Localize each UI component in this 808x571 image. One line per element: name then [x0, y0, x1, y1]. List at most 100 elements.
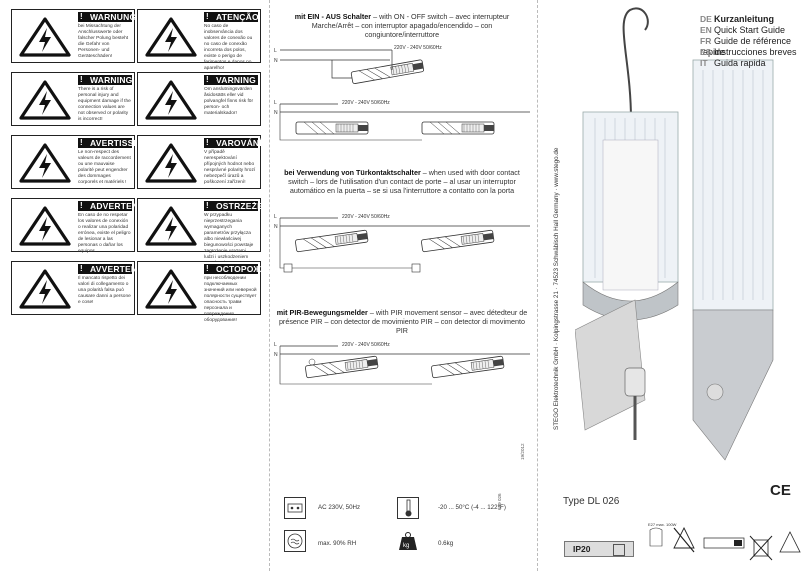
print-code: 19/2012	[520, 443, 525, 460]
diagram-switch-chain: LN 220V - 240V 50/60Hz	[274, 100, 530, 141]
warning-title: ATENÇÃO	[204, 12, 259, 22]
bulb-icon	[649, 527, 663, 547]
svg-text:kg: kg	[403, 543, 409, 549]
electric-hazard-icon	[18, 268, 72, 310]
section-header-door: bei Verwendung von Türkontaktschalter – …	[284, 168, 520, 195]
warning-card: ADVERTENCIA En caso de no respetar los va…	[11, 198, 153, 254]
warning-card: OSTRZEŻENIE W przypadku nieprzestrzegania…	[137, 198, 278, 266]
svg-text:N: N	[274, 352, 278, 358]
warning-title: WARNING	[78, 75, 132, 85]
warning-card: VAROVÁNÍ V případě nerespektování přípojn…	[137, 135, 262, 189]
language-label: Quick Start Guide	[714, 25, 786, 35]
product-type: Type DL 026	[563, 496, 620, 507]
language-code: IT	[700, 58, 708, 68]
diagram-door-contact: LN 220V - 240V 50/60Hz	[274, 214, 530, 273]
language-code: DE	[700, 14, 712, 24]
spec-humidity: max. 90% RH	[318, 540, 357, 547]
svg-text:220V - 240V 50/60Hz: 220V - 240V 50/60Hz	[342, 342, 390, 348]
no-water-icon	[673, 526, 695, 553]
warning-text: En caso de no respetar los valores de co…	[78, 213, 131, 254]
warning-title: WARNUNG	[78, 12, 136, 22]
warning-card: AVVERTENZA Il mancato rispetto dei valori…	[11, 261, 149, 315]
electric-hazard-icon	[18, 142, 72, 184]
svg-text:L: L	[274, 342, 277, 348]
warning-text: Om anslutningsvärden åsidosätts eller vi…	[204, 87, 254, 116]
language-code: EN	[700, 25, 712, 35]
terminal-n: N	[274, 58, 278, 64]
warning-card: ATENÇÃO No caso de inobservância dos valo…	[137, 9, 261, 71]
thermometer-icon	[397, 497, 419, 519]
no-bin-icon	[749, 535, 773, 561]
diagram-pir: LN 220V - 240V 50/60Hz	[274, 342, 530, 385]
svg-text:L: L	[274, 214, 277, 220]
electric-hazard-icon	[144, 79, 198, 121]
lamp-illustration	[575, 7, 774, 461]
warning-text: при несоблюдении подключаемых значений и…	[204, 276, 257, 323]
language-label: Kurzanleitung	[714, 14, 774, 24]
warning-title: AVERTISSEMENT	[78, 138, 164, 148]
language-item: IT Guida rapida	[700, 58, 766, 69]
warning-title: VAROVÁNÍ	[204, 138, 262, 148]
ip-rating-badge: IP20	[564, 541, 634, 557]
language-label: Guide de référence rapide	[700, 36, 792, 57]
fold-line-2	[537, 0, 538, 571]
warning-card: WARNING There is a risk of personal injur…	[11, 72, 135, 126]
warning-title: OSTRZEŻENIE	[204, 201, 278, 211]
electric-hazard-icon	[18, 79, 72, 121]
class-ii-icon	[613, 544, 625, 556]
electric-hazard-icon	[144, 205, 198, 247]
electric-hazard-icon	[18, 16, 72, 58]
section-header-pir: mit PIR-Bewegungsmelder – with PIR movem…	[276, 308, 528, 335]
hot-surface-icon	[779, 531, 801, 553]
company-address: STEGO Elektrotechnik GmbH · Kolpingstras…	[553, 147, 560, 430]
electric-hazard-icon	[18, 205, 72, 247]
warning-text: bei Missachtung der Anschlusswerte oder …	[78, 24, 129, 59]
warning-title: ОСТОРОЖНО	[204, 264, 274, 274]
terminal-l: L	[274, 48, 277, 54]
spec-electrical: AC 230V, 50Hz	[318, 504, 361, 511]
warning-card: VARNING Om anslutningsvärden åsidosätts e…	[137, 72, 261, 126]
certification-icons: E27 max. 100W	[648, 522, 801, 561]
warning-text: No caso de inobservância dos valores de …	[204, 24, 253, 71]
lamp-spec-label: E27 max. 100W	[648, 522, 677, 527]
language-label: Guida rapida	[714, 58, 766, 68]
language-label: Instrucciones breves	[714, 47, 797, 57]
plug-socket-icon	[284, 497, 306, 519]
weight-icon: kg	[397, 530, 419, 552]
electric-hazard-icon	[144, 142, 198, 184]
spec-weight: 0.6kg	[438, 540, 454, 547]
svg-text:N: N	[274, 224, 278, 230]
warning-text: V případě nerespektování přípojných hodn…	[204, 150, 256, 185]
warning-text: W przypadku nieprzestrzegania wymaganych…	[204, 213, 254, 266]
electric-hazard-icon	[144, 268, 198, 310]
warning-title: AVVERTENZA	[78, 264, 149, 274]
svg-text:220V - 240V 50/60Hz: 220V - 240V 50/60Hz	[342, 214, 390, 220]
ce-mark: CE	[770, 482, 791, 499]
section-header-switch: mit EIN - AUS Schalter – with ON - OFF s…	[294, 12, 510, 39]
language-code: FR	[700, 36, 712, 46]
svg-text:220V - 240V 50/60Hz: 220V - 240V 50/60Hz	[342, 100, 390, 106]
warning-card: AVERTISSEMENT Le non-respect des valeurs …	[11, 135, 164, 189]
warning-text: Il mancato rispetto dei valori di colleg…	[78, 276, 131, 305]
svg-text:L: L	[274, 100, 277, 106]
fold-line-1	[269, 0, 270, 571]
warning-title: VARNING	[204, 75, 258, 85]
warning-text: Le non-respect des valeurs de raccordeme…	[78, 150, 131, 185]
warning-title: ADVERTENCIA	[78, 201, 153, 211]
diagram-switch: L N 220V - 240V 50/60Hz	[274, 45, 442, 85]
language-code: ES	[700, 47, 712, 57]
warning-card: WARNUNG bei Missachtung der Anschlusswert…	[11, 9, 136, 63]
humidity-icon	[284, 530, 306, 552]
warning-text: There is a risk of personal injury and e…	[78, 87, 131, 122]
svg-text:N: N	[274, 110, 278, 116]
tube-icon	[703, 537, 745, 549]
voltage-label: 220V - 240V 50/60Hz	[394, 45, 442, 51]
wiring-diagrams: L N 220V - 240V 50/60Hz LN 220V - 240V 5…	[274, 45, 530, 385]
spec-temperature: -20 ... 50°C (-4 ... 122°F)	[438, 504, 506, 511]
warning-card: ОСТОРОЖНО при несоблюдении подключаемых з…	[137, 261, 274, 323]
electric-hazard-icon	[144, 16, 198, 58]
